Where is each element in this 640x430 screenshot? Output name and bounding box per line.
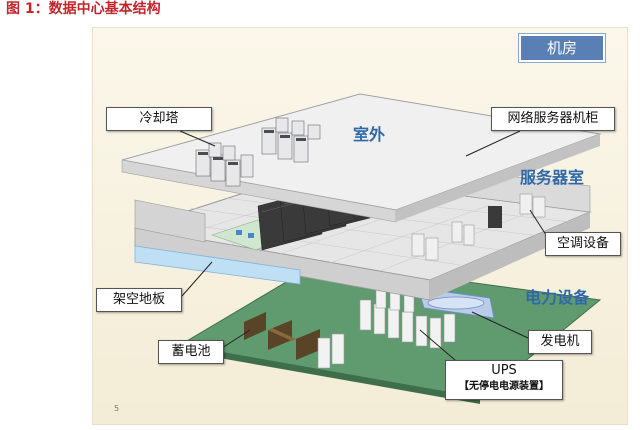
callout-server-rack: 网络服务器机柜 <box>491 107 615 131</box>
zone-label-server-room: 服务器室 <box>520 168 585 187</box>
callout-ups: UPS 【无停电电源装置】 <box>445 360 563 400</box>
callout-battery: 蓄电池 <box>158 340 224 364</box>
cooling-tower-group-left <box>195 142 254 187</box>
callout-cooling-tower: 冷却塔 <box>106 107 212 131</box>
callout-raised-floor: 架空地板 <box>96 288 182 312</box>
zone-label-power-equipment: 电力设备 <box>525 288 590 307</box>
callout-generator: 发电机 <box>528 330 592 354</box>
roof-edge-right <box>396 134 600 222</box>
power-floor-edge <box>180 345 480 404</box>
raised-floor-blue <box>134 245 301 285</box>
cooling-tower-group-right <box>261 117 321 163</box>
figure-title: 图 1：数据中心基本结构 <box>6 1 161 17</box>
room-tag: 机房 <box>519 34 605 62</box>
ups-title: UPS <box>491 363 517 378</box>
rack-small <box>488 206 502 228</box>
ac-units <box>411 193 546 261</box>
cooling-tower-fans <box>198 130 306 165</box>
battery-bank <box>244 312 320 360</box>
page-number: 5 <box>114 404 120 413</box>
zone-label-outdoor: 室外 <box>353 125 386 144</box>
leader-lines <box>179 130 549 367</box>
callout-ac-equipment: 空调设备 <box>545 232 621 256</box>
ups-subtitle: 【无停电电源装置】 <box>459 381 549 392</box>
left-wall <box>134 199 206 243</box>
